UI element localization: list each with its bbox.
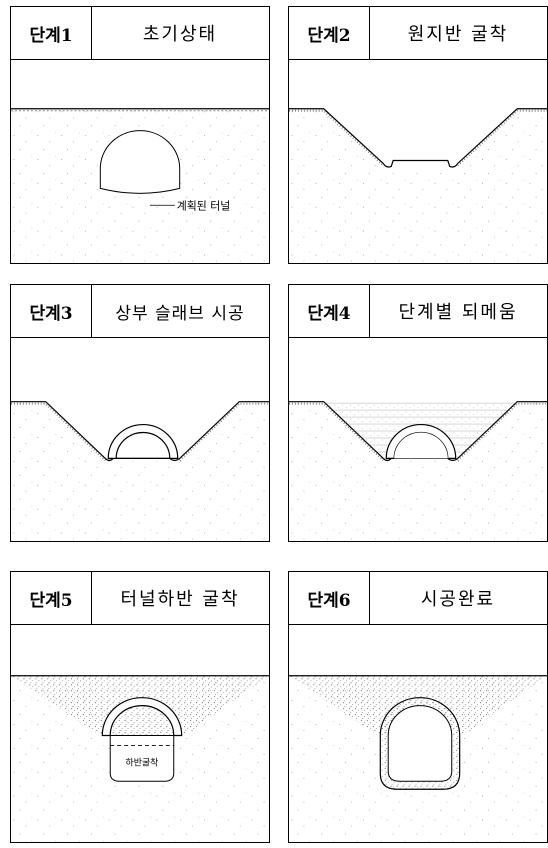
- stage-6-title: 시공완료: [420, 589, 496, 610]
- stage-3-step-label: 단계3: [11, 285, 92, 337]
- stage-3-panel: 단계3 상부 슬래브 시공: [10, 284, 270, 542]
- stage-4-title: 단계별 되메움: [398, 302, 518, 323]
- ground: [11, 401, 269, 541]
- stage-6-diagram: [289, 624, 547, 842]
- stage-2-diagram: [289, 59, 547, 263]
- stage-1-header: 단계1 초기상태: [11, 7, 269, 60]
- stage-4-step-label: 단계4: [289, 285, 370, 337]
- planned-tunnel-label: 계획된 터널: [177, 199, 231, 212]
- stage-2-step-label: 단계2: [289, 7, 370, 59]
- upper-slab-arch: [101, 697, 183, 737]
- stage-4-header: 단계4 단계별 되메움: [289, 285, 547, 338]
- planned-tunnel-outline: [99, 130, 181, 194]
- stage-3-diagram: [11, 337, 269, 541]
- stage-6-panel: 단계6 시공완료: [288, 571, 548, 843]
- stage-6-step-label: 단계6: [289, 572, 370, 624]
- stage-5-diagram: 하반굴착: [11, 624, 269, 842]
- stage-2-panel: 단계2 원지반 굴착: [288, 6, 548, 264]
- stage-3-title: 상부 슬래브 시공: [115, 303, 245, 324]
- stage-1-diagram: 계획된 터널: [11, 59, 269, 263]
- upper-slab-arch: [107, 424, 179, 460]
- stage-1-title: 초기상태: [142, 24, 218, 45]
- lower-excavation-label: 하반굴착: [126, 757, 159, 768]
- stage-1-panel: 단계1 초기상태 계획된 터널: [10, 6, 270, 264]
- stage-2-title: 원지반 굴착: [407, 24, 509, 45]
- stage-6-header: 단계6 시공완료: [289, 572, 547, 625]
- stage-5-panel: 단계5 터널하반 굴착 하반굴착: [10, 571, 270, 843]
- excavation-profile: [289, 108, 547, 168]
- lower-excavation: [109, 734, 175, 782]
- stage-3-header: 단계3 상부 슬래브 시공: [11, 285, 269, 338]
- stage-5-title: 터널하반 굴착: [120, 589, 240, 610]
- stage-1-step-label: 단계1: [11, 7, 92, 59]
- stage-5-step-label: 단계5: [11, 572, 92, 624]
- tunnel-interior: [387, 705, 453, 782]
- ground: [289, 108, 547, 263]
- stage-5-header: 단계5 터널하반 굴착: [11, 572, 269, 625]
- ground: [289, 401, 547, 541]
- stage-2-header: 단계2 원지반 굴착: [289, 7, 547, 60]
- stage-4-panel: 단계4 단계별 되메움: [288, 284, 548, 542]
- stage-4-diagram: [289, 337, 547, 541]
